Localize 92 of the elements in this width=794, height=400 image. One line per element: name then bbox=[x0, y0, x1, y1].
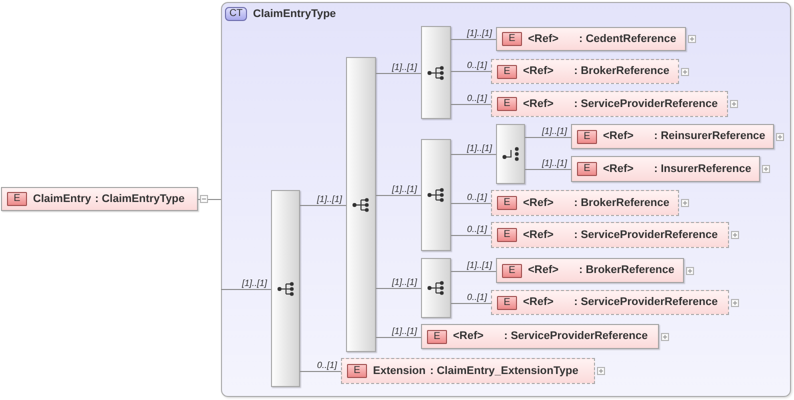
type-name: : ServiceProviderReference bbox=[504, 330, 648, 343]
connector-line bbox=[376, 73, 422, 74]
element-name: <Ref> bbox=[523, 98, 554, 111]
element-name: <Ref> bbox=[603, 163, 634, 176]
complex-type-tag: CT bbox=[225, 7, 247, 21]
connector-line bbox=[450, 104, 492, 105]
connector-line bbox=[220, 289, 272, 290]
type-name: : ServiceProviderReference bbox=[574, 296, 718, 309]
element-tag: E bbox=[347, 364, 367, 378]
cardinality-label: [1]..[1] bbox=[392, 62, 417, 72]
connector-line bbox=[198, 199, 222, 200]
connector-line bbox=[300, 371, 342, 372]
cardinality-label: [1]..[1] bbox=[542, 158, 567, 168]
connector-line bbox=[376, 195, 422, 196]
element-tag: E bbox=[427, 330, 447, 344]
compositor-bar bbox=[271, 190, 300, 387]
element-tag: E bbox=[497, 196, 517, 210]
cardinality-label: [1]..[1] bbox=[316, 194, 342, 204]
connector-line bbox=[450, 235, 492, 236]
element-box bbox=[496, 258, 684, 283]
element-tag: E bbox=[502, 264, 522, 278]
element-tag: E bbox=[7, 192, 27, 206]
element-box bbox=[421, 324, 659, 349]
type-name: : ClaimEntry_ExtensionType bbox=[430, 365, 578, 378]
element-box bbox=[491, 59, 679, 84]
element-name: <Ref> bbox=[453, 330, 484, 343]
compositor-bar bbox=[346, 57, 376, 352]
element-name: Extension bbox=[373, 365, 426, 378]
compositor-bar bbox=[421, 26, 451, 119]
element-box bbox=[491, 290, 729, 315]
cardinality-label: [1]..[1] bbox=[392, 277, 417, 287]
type-title: ClaimEntryType bbox=[253, 8, 336, 21]
element-box bbox=[341, 358, 595, 384]
cardinality-label: 0..[1] bbox=[466, 292, 487, 302]
type-name: : ServiceProviderReference bbox=[574, 98, 718, 111]
type-name: : CedentReference bbox=[579, 33, 676, 46]
cardinality-label: [1]..[1] bbox=[242, 278, 267, 288]
cardinality-label: [1]..[1] bbox=[392, 326, 417, 336]
connector-line bbox=[376, 288, 422, 289]
element-name: ClaimEntry bbox=[33, 193, 92, 206]
compositor-bar bbox=[421, 258, 451, 318]
type-name: : ClaimEntryType bbox=[95, 193, 185, 206]
element-box bbox=[491, 222, 729, 248]
cardinality-label: 0..[1] bbox=[466, 192, 487, 202]
type-name: : ReinsurerReference bbox=[654, 130, 766, 143]
cardinality-label: [1]..[1] bbox=[466, 143, 492, 153]
element-box bbox=[571, 124, 774, 149]
element-box bbox=[491, 91, 728, 117]
cardinality-label: [1]..[1] bbox=[392, 184, 417, 194]
element-tag: E bbox=[497, 97, 517, 111]
element-name: <Ref> bbox=[523, 296, 554, 309]
cardinality-label: 0..[1] bbox=[316, 360, 337, 370]
element-box bbox=[1, 187, 198, 211]
element-tag: E bbox=[577, 130, 597, 144]
element-tag: E bbox=[577, 162, 597, 176]
element-tag: E bbox=[497, 65, 517, 79]
cardinality-label: [1]..[1] bbox=[466, 28, 492, 38]
connector-line bbox=[450, 303, 492, 304]
cardinality-label: 0..[1] bbox=[466, 224, 487, 234]
cardinality-label: [1]..[1] bbox=[466, 260, 492, 270]
element-tag: E bbox=[497, 296, 517, 310]
element-name: <Ref> bbox=[528, 264, 559, 277]
element-name: <Ref> bbox=[528, 33, 559, 46]
connector-line bbox=[450, 71, 492, 72]
compositor-bar bbox=[421, 139, 451, 251]
connector-line bbox=[450, 154, 496, 155]
connector-line bbox=[450, 203, 492, 204]
element-name: <Ref> bbox=[603, 130, 634, 143]
cardinality-label: 0..[1] bbox=[466, 60, 487, 70]
type-name: : BrokerReference bbox=[579, 264, 674, 277]
element-box bbox=[571, 156, 760, 182]
element-name: <Ref> bbox=[523, 197, 554, 210]
type-name: : BrokerReference bbox=[574, 197, 670, 210]
cardinality-label: [1]..[1] bbox=[542, 126, 567, 136]
complex-type-panel bbox=[221, 2, 791, 397]
cardinality-label: 0..[1] bbox=[466, 93, 487, 103]
element-tag: E bbox=[497, 228, 517, 242]
connector-line bbox=[524, 137, 572, 138]
type-name: : ServiceProviderReference bbox=[574, 229, 718, 242]
element-box bbox=[491, 190, 679, 216]
connector-line bbox=[524, 169, 572, 170]
type-name: : InsurerReference bbox=[654, 163, 752, 176]
connector-line bbox=[376, 337, 422, 338]
element-name: <Ref> bbox=[523, 65, 554, 78]
type-name: : BrokerReference bbox=[574, 65, 670, 78]
compositor-bar bbox=[496, 124, 525, 184]
element-box bbox=[496, 27, 686, 51]
element-name: <Ref> bbox=[523, 229, 554, 242]
element-tag: E bbox=[502, 32, 522, 46]
connector-line bbox=[450, 39, 496, 40]
connector-line bbox=[300, 205, 346, 206]
connector-line bbox=[450, 271, 496, 272]
